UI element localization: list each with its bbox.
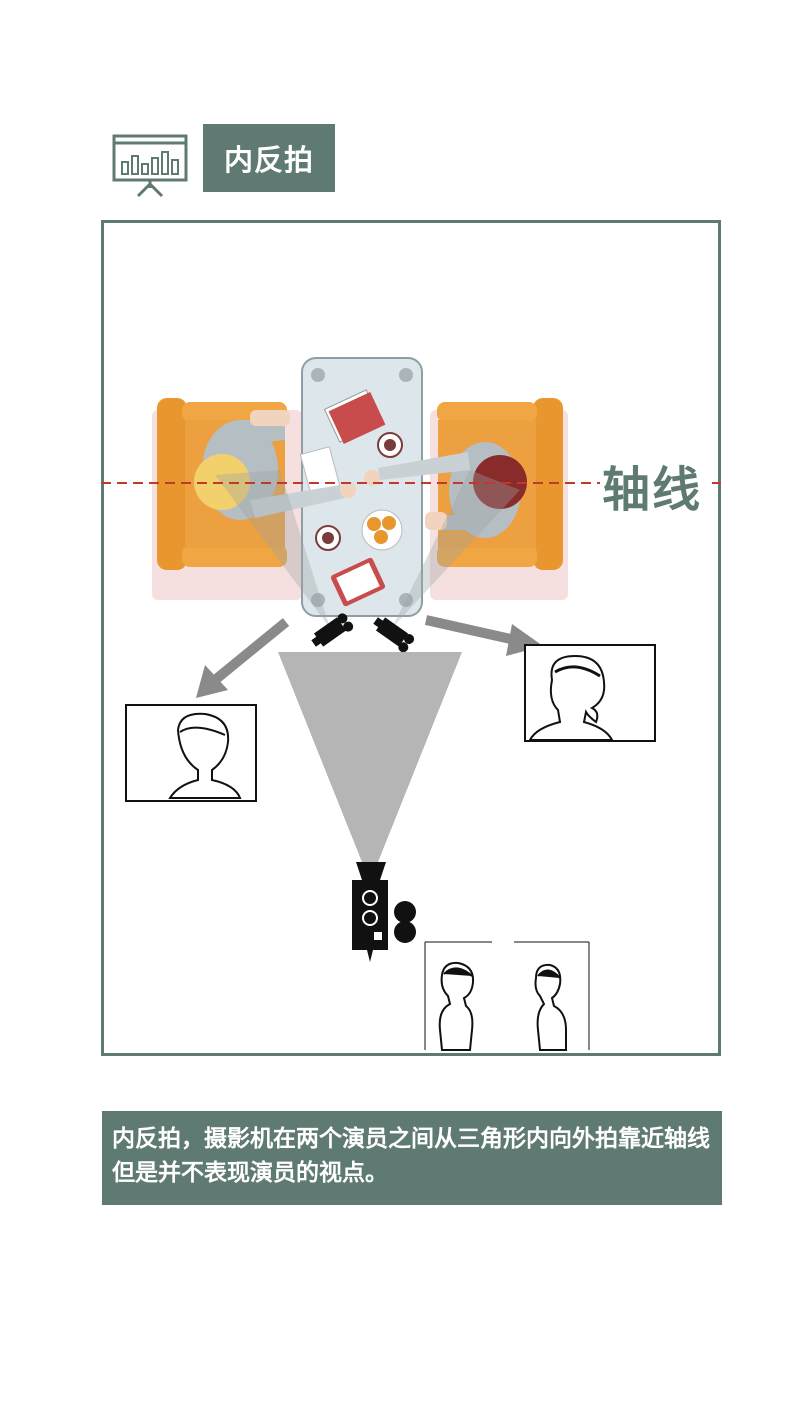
page-title: 内反拍 <box>203 124 335 192</box>
shot-frame-left <box>125 704 257 802</box>
left-actor <box>194 410 356 520</box>
shot-frame-right <box>524 644 656 742</box>
presentation-chart-icon <box>112 134 188 198</box>
axis-label: 轴线 <box>602 462 703 518</box>
caption-box: 内反拍，摄影机在两个演员之间从三角形内向外拍靠近轴线但是并不表现演员的视点。 <box>102 1111 722 1205</box>
right-actor <box>364 442 527 538</box>
arrow-left-icon <box>196 618 290 698</box>
camera-left-icon <box>311 613 354 647</box>
table <box>299 357 423 617</box>
main-camera-icon <box>352 862 416 962</box>
camera-view-cone <box>278 652 462 862</box>
shot-frame-two-shot <box>424 941 590 1051</box>
camera-right-icon <box>373 617 415 653</box>
